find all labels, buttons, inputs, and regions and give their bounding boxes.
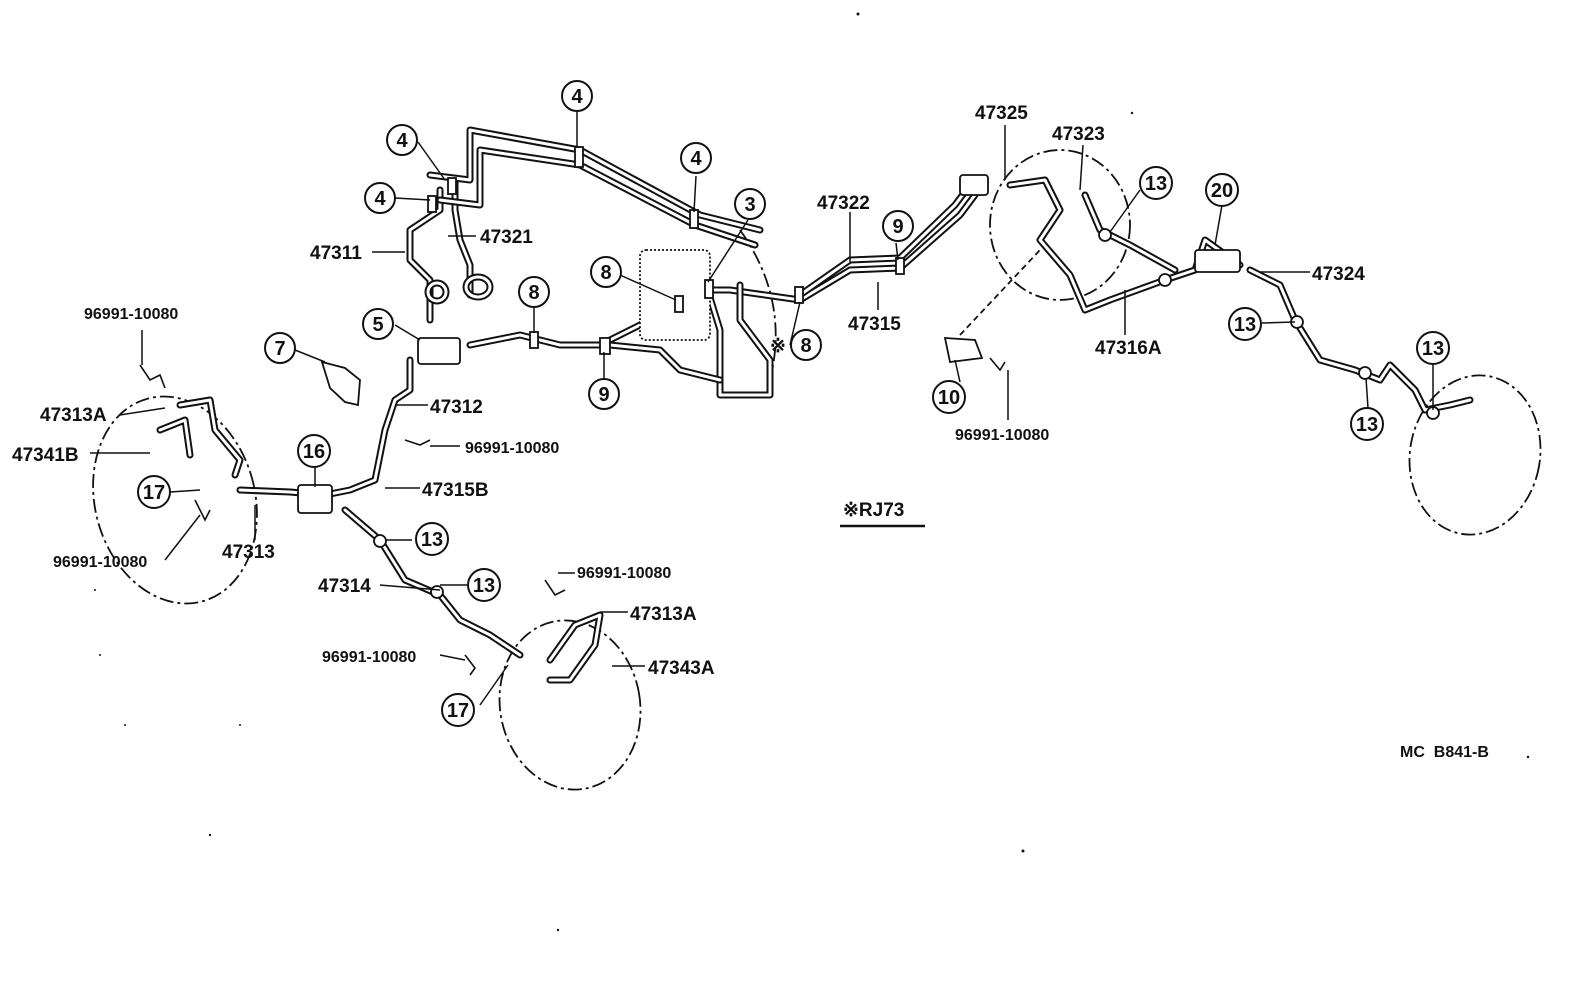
- svg-text:9: 9: [598, 384, 609, 406]
- svg-text:4: 4: [396, 130, 408, 152]
- note-rj73: ※RJ73: [840, 500, 925, 528]
- part-label: 47313A: [40, 405, 107, 426]
- callout-13: 13: [1139, 166, 1173, 200]
- leader-lines: [90, 112, 1434, 706]
- callout-10: 10: [932, 380, 966, 414]
- svg-text:13: 13: [421, 529, 443, 551]
- part-label: 47324: [1312, 264, 1365, 285]
- part-label: 47341B: [12, 445, 79, 466]
- clip-icon: [544, 579, 566, 597]
- front-right-wheel-outline: [498, 619, 642, 791]
- svg-text:13: 13: [1234, 314, 1256, 336]
- junction-block-rear: [1194, 249, 1241, 273]
- part-label: 47314: [318, 576, 371, 597]
- rear-right-wheel-outline: [1408, 374, 1542, 536]
- svg-text:3: 3: [744, 194, 755, 216]
- callout-4: 4: [364, 182, 396, 214]
- callout-17: 17: [137, 475, 171, 509]
- clip-icon: [989, 357, 1006, 372]
- part-label: 47315B: [422, 480, 489, 501]
- asterisk-marker: ※: [770, 336, 786, 357]
- svg-text:8: 8: [600, 262, 611, 284]
- part-label: 47321: [480, 227, 533, 248]
- part-label: 96991-10080: [465, 440, 559, 457]
- part-label: 47311: [310, 243, 362, 264]
- clip-icon: [464, 654, 476, 676]
- svg-text:4: 4: [374, 188, 386, 210]
- callout-9: 9: [588, 378, 620, 410]
- callout-8: 8: [790, 329, 822, 361]
- callout-13: 13: [1350, 407, 1384, 441]
- callout-9: 9: [882, 210, 914, 242]
- part-label: 47312: [430, 397, 483, 418]
- part-label: 47315: [848, 314, 901, 335]
- svg-text:13: 13: [473, 575, 495, 597]
- callout-4: 4: [386, 124, 418, 156]
- callout-13: 13: [1416, 331, 1450, 365]
- callout-20: 20: [1205, 173, 1239, 207]
- three-way-union: [297, 484, 333, 514]
- callout-4: 4: [680, 142, 712, 174]
- junction-block-center: [959, 174, 989, 196]
- svg-text:7: 7: [274, 338, 285, 360]
- part-label: 47316A: [1095, 338, 1162, 359]
- svg-text:5: 5: [372, 314, 383, 336]
- part-label: 96991-10080: [322, 649, 416, 666]
- part-label: 47313A: [630, 604, 697, 625]
- callout-4: 4: [561, 80, 593, 112]
- clip-icon: [139, 364, 166, 389]
- callout-7: 7: [264, 332, 296, 364]
- proportioning-valve: [417, 337, 461, 365]
- clip-icon: [194, 499, 211, 522]
- svg-text:20: 20: [1211, 180, 1233, 202]
- svg-text:16: 16: [303, 441, 325, 463]
- engine-block: [639, 249, 711, 341]
- svg-text:9: 9: [892, 216, 903, 238]
- front-left-wheel-outline: [92, 395, 258, 605]
- part-label: 47325: [975, 103, 1028, 124]
- part-label: 47322: [817, 193, 870, 214]
- bracket-10: [943, 337, 984, 363]
- part-label: 47313: [222, 542, 275, 563]
- part-labels: 47311 47321 47322 47315 47325 47323 4732…: [12, 103, 1365, 679]
- svg-text:17: 17: [447, 700, 469, 722]
- svg-text:13: 13: [1145, 173, 1167, 195]
- part-label: 96991-10080: [955, 427, 1049, 444]
- part-label: 96991-10080: [53, 554, 147, 571]
- part-label: 96991-10080: [84, 306, 178, 323]
- svg-text:4: 4: [571, 86, 583, 108]
- svg-text:8: 8: [800, 335, 811, 357]
- clip-icon: [404, 439, 431, 446]
- bracket-7: [320, 360, 361, 407]
- callout-8: 8: [518, 276, 550, 308]
- part-label: 47343A: [648, 658, 715, 679]
- part-label: 47323: [1052, 124, 1105, 145]
- part-label: 96991-10080: [577, 565, 671, 582]
- callout-13: 13: [467, 568, 501, 602]
- svg-text:8: 8: [528, 282, 539, 304]
- svg-text:17: 17: [143, 482, 165, 504]
- components: [139, 146, 1440, 676]
- callout-8: 8: [590, 256, 622, 288]
- svg-text:13: 13: [1422, 338, 1444, 360]
- svg-text:13: 13: [1356, 414, 1378, 436]
- callout-13: 13: [415, 522, 449, 556]
- svg-text:10: 10: [938, 387, 960, 409]
- callout-5: 5: [362, 308, 394, 340]
- scan-specks: [94, 12, 1530, 932]
- callouts: 4 4 4 4 3 8 8 8 9 9 5 7 16 17 17 13 13 1…: [137, 80, 1450, 727]
- wheel-outlines: [92, 149, 1542, 791]
- callout-13: 13: [1228, 307, 1262, 341]
- reference-code: MC B841-B: [1400, 744, 1489, 761]
- svg-text:4: 4: [690, 148, 702, 170]
- callout-3: 3: [734, 188, 766, 220]
- center-wheel-outline: [989, 149, 1131, 301]
- callout-17: 17: [441, 693, 475, 727]
- svg-text:※RJ73: ※RJ73: [843, 500, 904, 521]
- callout-16: 16: [297, 434, 331, 468]
